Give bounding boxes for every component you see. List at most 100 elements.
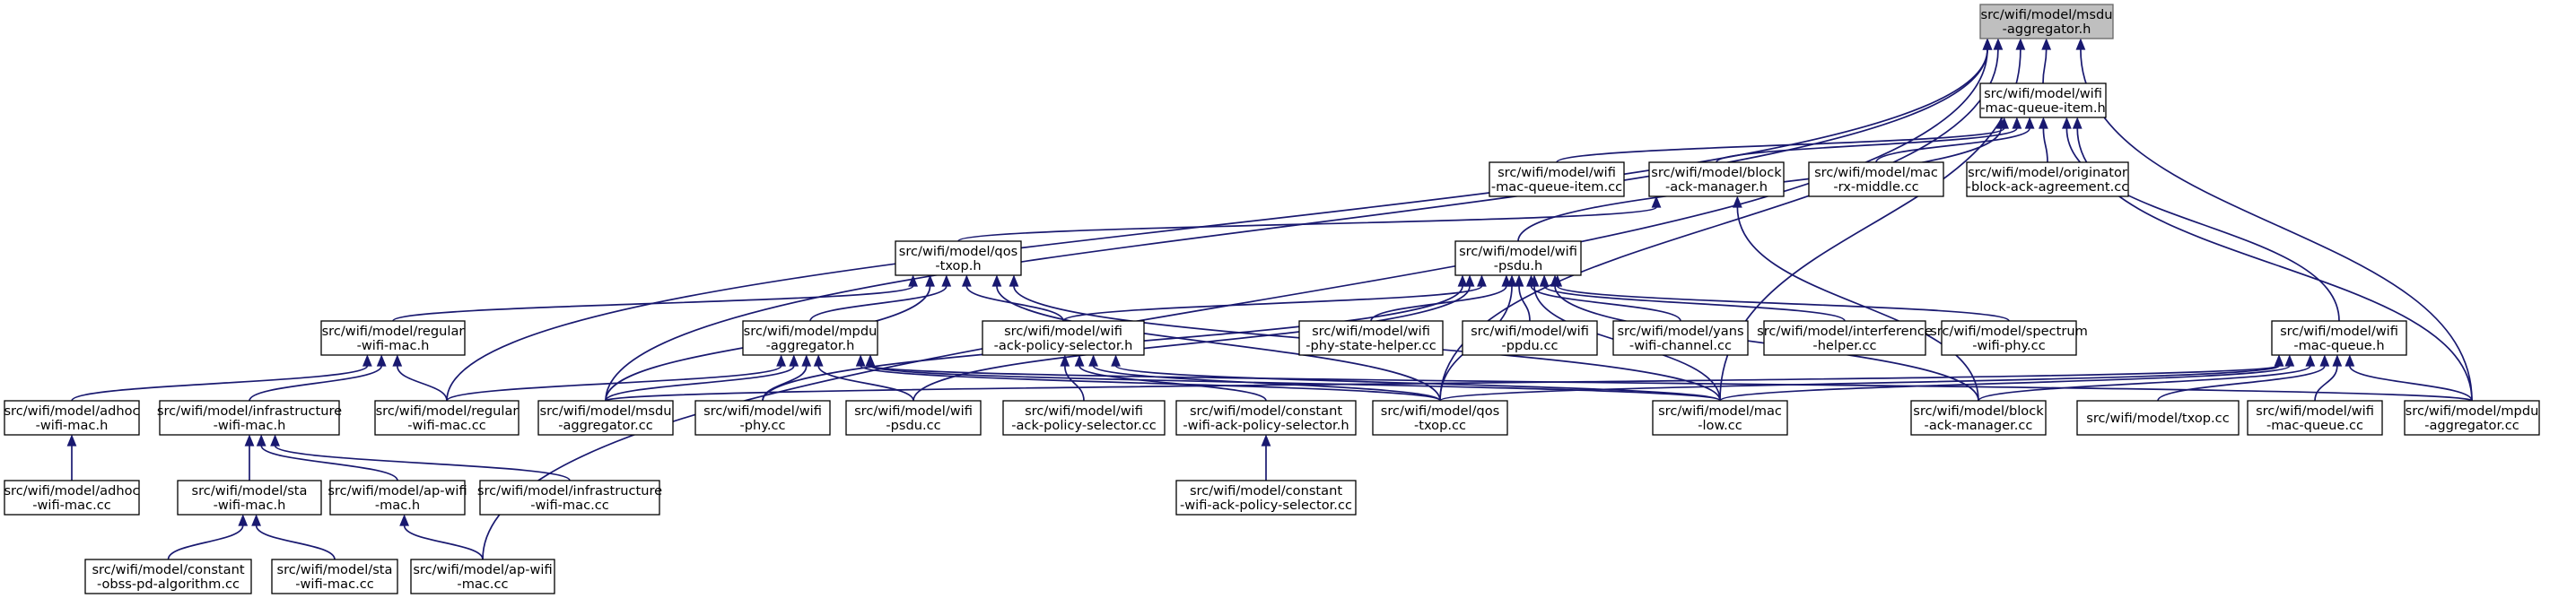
file-node-maclow-cc[interactable]: src/wifi/model/mac-low.cc [1652, 400, 1788, 436]
edge-arrowhead [2072, 117, 2083, 129]
edge-arrowhead [1060, 354, 1070, 367]
file-node-bam-cc[interactable]: src/wifi/model/block-ack-manager.cc [1910, 400, 2047, 436]
file-node-regular-h[interactable]: src/wifi/model/regular-wifi-mac.h [320, 320, 466, 356]
node-box [479, 480, 660, 516]
edge-line [249, 365, 383, 402]
edge-maclow_cc-to-wmq_h [1719, 354, 2295, 402]
file-node-wmq-cc[interactable]: src/wifi/model/wifi-mac-queue.cc [2247, 400, 2383, 436]
node-label-line: src/wifi/model/msdu [539, 403, 671, 419]
edge-line [1439, 365, 2280, 402]
node-label-line: -wifi-mac.cc [407, 418, 486, 433]
edge-arrowhead [855, 354, 866, 367]
file-node-regular-cc[interactable]: src/wifi/model/regular-wifi-mac.cc [374, 400, 520, 436]
edge-arrowhead [941, 274, 952, 287]
edge-arrowhead [1009, 274, 1019, 287]
node-box [1462, 320, 1598, 356]
edge-line [2042, 48, 2048, 84]
edge-qos_cc-to-wackps_h [1088, 354, 1441, 402]
node-label-line: src/wifi/model/mpdu [744, 324, 878, 339]
edge-line [2042, 127, 2048, 163]
file-node-yans-cc[interactable]: src/wifi/model/yans-wifi-channel.cc [1612, 320, 1749, 356]
node-label-line: -helper.cc [1812, 338, 1876, 353]
node-label-line: src/wifi/model/wifi [1498, 165, 1616, 180]
node-box [2247, 400, 2383, 436]
edge-arrowhead [776, 354, 786, 367]
node-label-line: src/wifi/model/sta [277, 562, 393, 577]
node-box [1910, 400, 2047, 436]
file-node-obss-cc[interactable]: src/wifi/model/constant-obss-pd-algorith… [84, 559, 252, 594]
node-box [845, 400, 982, 436]
file-node-wmqi-cc[interactable]: src/wifi/model/wifi-mac-queue-item.cc [1489, 161, 1625, 197]
file-node-cackps-cc[interactable]: src/wifi/model/constant-wifi-ack-policy-… [1175, 480, 1357, 516]
node-box [1002, 400, 1166, 436]
node-label-line: -rx-middle.cc [1833, 179, 1918, 195]
file-node-adhoc-h[interactable]: src/wifi/model/adhoc-wifi-mac.h [4, 400, 140, 436]
file-node-spectrum-cc[interactable]: src/wifi/model/spectrum-wifi-phy.cc [1930, 320, 2088, 356]
file-node-infra-h[interactable]: src/wifi/model/infrastructure-wifi-mac.h [157, 400, 342, 436]
file-node-cackps-h[interactable]: src/wifi/model/constant-wifi-ack-policy-… [1175, 400, 1357, 436]
node-label-line: -phy.cc [739, 418, 785, 433]
node-label-line: src/wifi/model/sta [192, 483, 308, 499]
file-node-psdu-h[interactable]: src/wifi/model/wifi-psdu.h [1454, 240, 1582, 276]
nodes-layer: src/wifi/model/msdu-aggregator.h src/wifi… [4, 4, 2540, 594]
file-node-ap-h[interactable]: src/wifi/model/ap-wifi-mac.h [327, 480, 467, 516]
file-node-msdu-agg-h[interactable]: src/wifi/model/msdu-aggregator.h [1979, 4, 2114, 39]
node-label-line: src/wifi/model/ap-wifi [327, 483, 467, 499]
file-node-orig-cc[interactable]: src/wifi/model/originator-block-ack-agre… [1966, 161, 2129, 197]
file-node-psdu-cc[interactable]: src/wifi/model/wifi-psdu.cc [845, 400, 982, 436]
node-label-line: src/wifi/model/wifi [1459, 244, 1577, 259]
file-node-sta-h[interactable]: src/wifi/model/sta-wifi-mac.h [177, 480, 322, 516]
file-node-qos-h[interactable]: src/wifi/model/qos-txop.h [895, 240, 1022, 276]
file-node-mpdu-cc[interactable]: src/wifi/model/mpdu-aggregator.cc [2404, 400, 2540, 436]
node-box [1372, 400, 1508, 436]
file-node-macrx-h[interactable]: src/wifi/model/mac-rx-middle.cc [1808, 161, 1944, 197]
node-box [2404, 400, 2540, 436]
file-node-mpdu-h[interactable]: src/wifi/model/mpdu-aggregator.h [742, 320, 878, 356]
edge-bam_h-to-wmqi_h [1716, 117, 2022, 163]
edge-line [274, 445, 571, 481]
edge-mpdu_cc-to-wmq_h [2345, 354, 2473, 402]
edge-cackps_cc-to-cackps_h [1261, 434, 1271, 481]
edge-regular_h-to-qos_h [392, 274, 918, 322]
file-node-wackps-cc[interactable]: src/wifi/model/wifi-ack-policy-selector.… [1002, 400, 1166, 436]
file-node-bam-h[interactable]: src/wifi/model/block-ack-manager.h [1648, 161, 1785, 197]
edge-arrowhead [251, 514, 261, 526]
file-node-qos-cc[interactable]: src/wifi/model/qos-txop.cc [1372, 400, 1508, 436]
edge-line [1518, 285, 1531, 322]
edge-arrowhead [399, 514, 409, 526]
file-node-interf-cc[interactable]: src/wifi/model/interference-helper.cc [1757, 320, 1933, 356]
edge-ap_cc-to-ap_h [399, 514, 484, 560]
edge-mpdu_cc-to-mpdu_h [865, 354, 2473, 402]
node-label-line: src/wifi/model/spectrum [1930, 324, 2088, 339]
node-label-line: src/wifi/model/wifi [1004, 324, 1122, 339]
edge-line [869, 365, 1721, 402]
node-label-line: src/wifi/model/wifi [854, 403, 973, 419]
file-node-adhoc-cc[interactable]: src/wifi/model/adhoc-wifi-mac.cc [4, 480, 140, 516]
edge-arrowhead [2015, 38, 2026, 50]
edge-line [957, 206, 1657, 242]
file-node-wackps-h[interactable]: src/wifi/model/wifi-ack-policy-selector.… [982, 320, 1145, 356]
file-node-infra-cc[interactable]: src/wifi/model/infrastructure-wifi-mac.c… [477, 480, 662, 516]
file-node-wmqi-h[interactable]: src/wifi/model/wifi-mac-queue-item.h [1979, 82, 2107, 118]
edge-line [762, 365, 808, 402]
node-box [84, 559, 252, 594]
edge-obss_cc-to-sta_h [167, 514, 249, 560]
edge-arrowhead [2332, 354, 2343, 367]
file-node-sta-cc[interactable]: src/wifi/model/sta-wifi-mac.cc [271, 559, 398, 594]
file-node-ppdu-cc[interactable]: src/wifi/model/wifi-ppdu.cc [1462, 320, 1598, 356]
edge-arrowhead [1995, 117, 2006, 129]
file-node-msdu-cc[interactable]: src/wifi/model/msdu-aggregator.cc [537, 400, 674, 436]
file-node-txop-cc[interactable]: src/wifi/model/txop.cc [2076, 400, 2240, 436]
edge-mpdu_h-to-qos_h [809, 274, 952, 322]
file-node-ap-cc[interactable]: src/wifi/model/ap-wifi-mac.cc [410, 559, 555, 594]
edge-qos_cc-to-mpdu_h [855, 354, 1441, 402]
file-node-wmq-h[interactable]: src/wifi/model/wifi-mac-queue.h [2271, 320, 2407, 356]
node-box [1652, 400, 1788, 436]
node-label-line: src/wifi/model/block [1651, 165, 1782, 180]
edge-arrowhead [1261, 434, 1271, 447]
edge-arrowhead [256, 434, 266, 447]
edge-mpdu_cc-to-wmqi_h [2072, 117, 2473, 402]
file-node-wifiphy-cc[interactable]: src/wifi/model/wifi-phy.cc [694, 400, 831, 436]
node-box [271, 559, 398, 594]
file-node-phyhelper-cc[interactable]: src/wifi/model/wifi-phy-state-helper.cc [1298, 320, 1444, 356]
